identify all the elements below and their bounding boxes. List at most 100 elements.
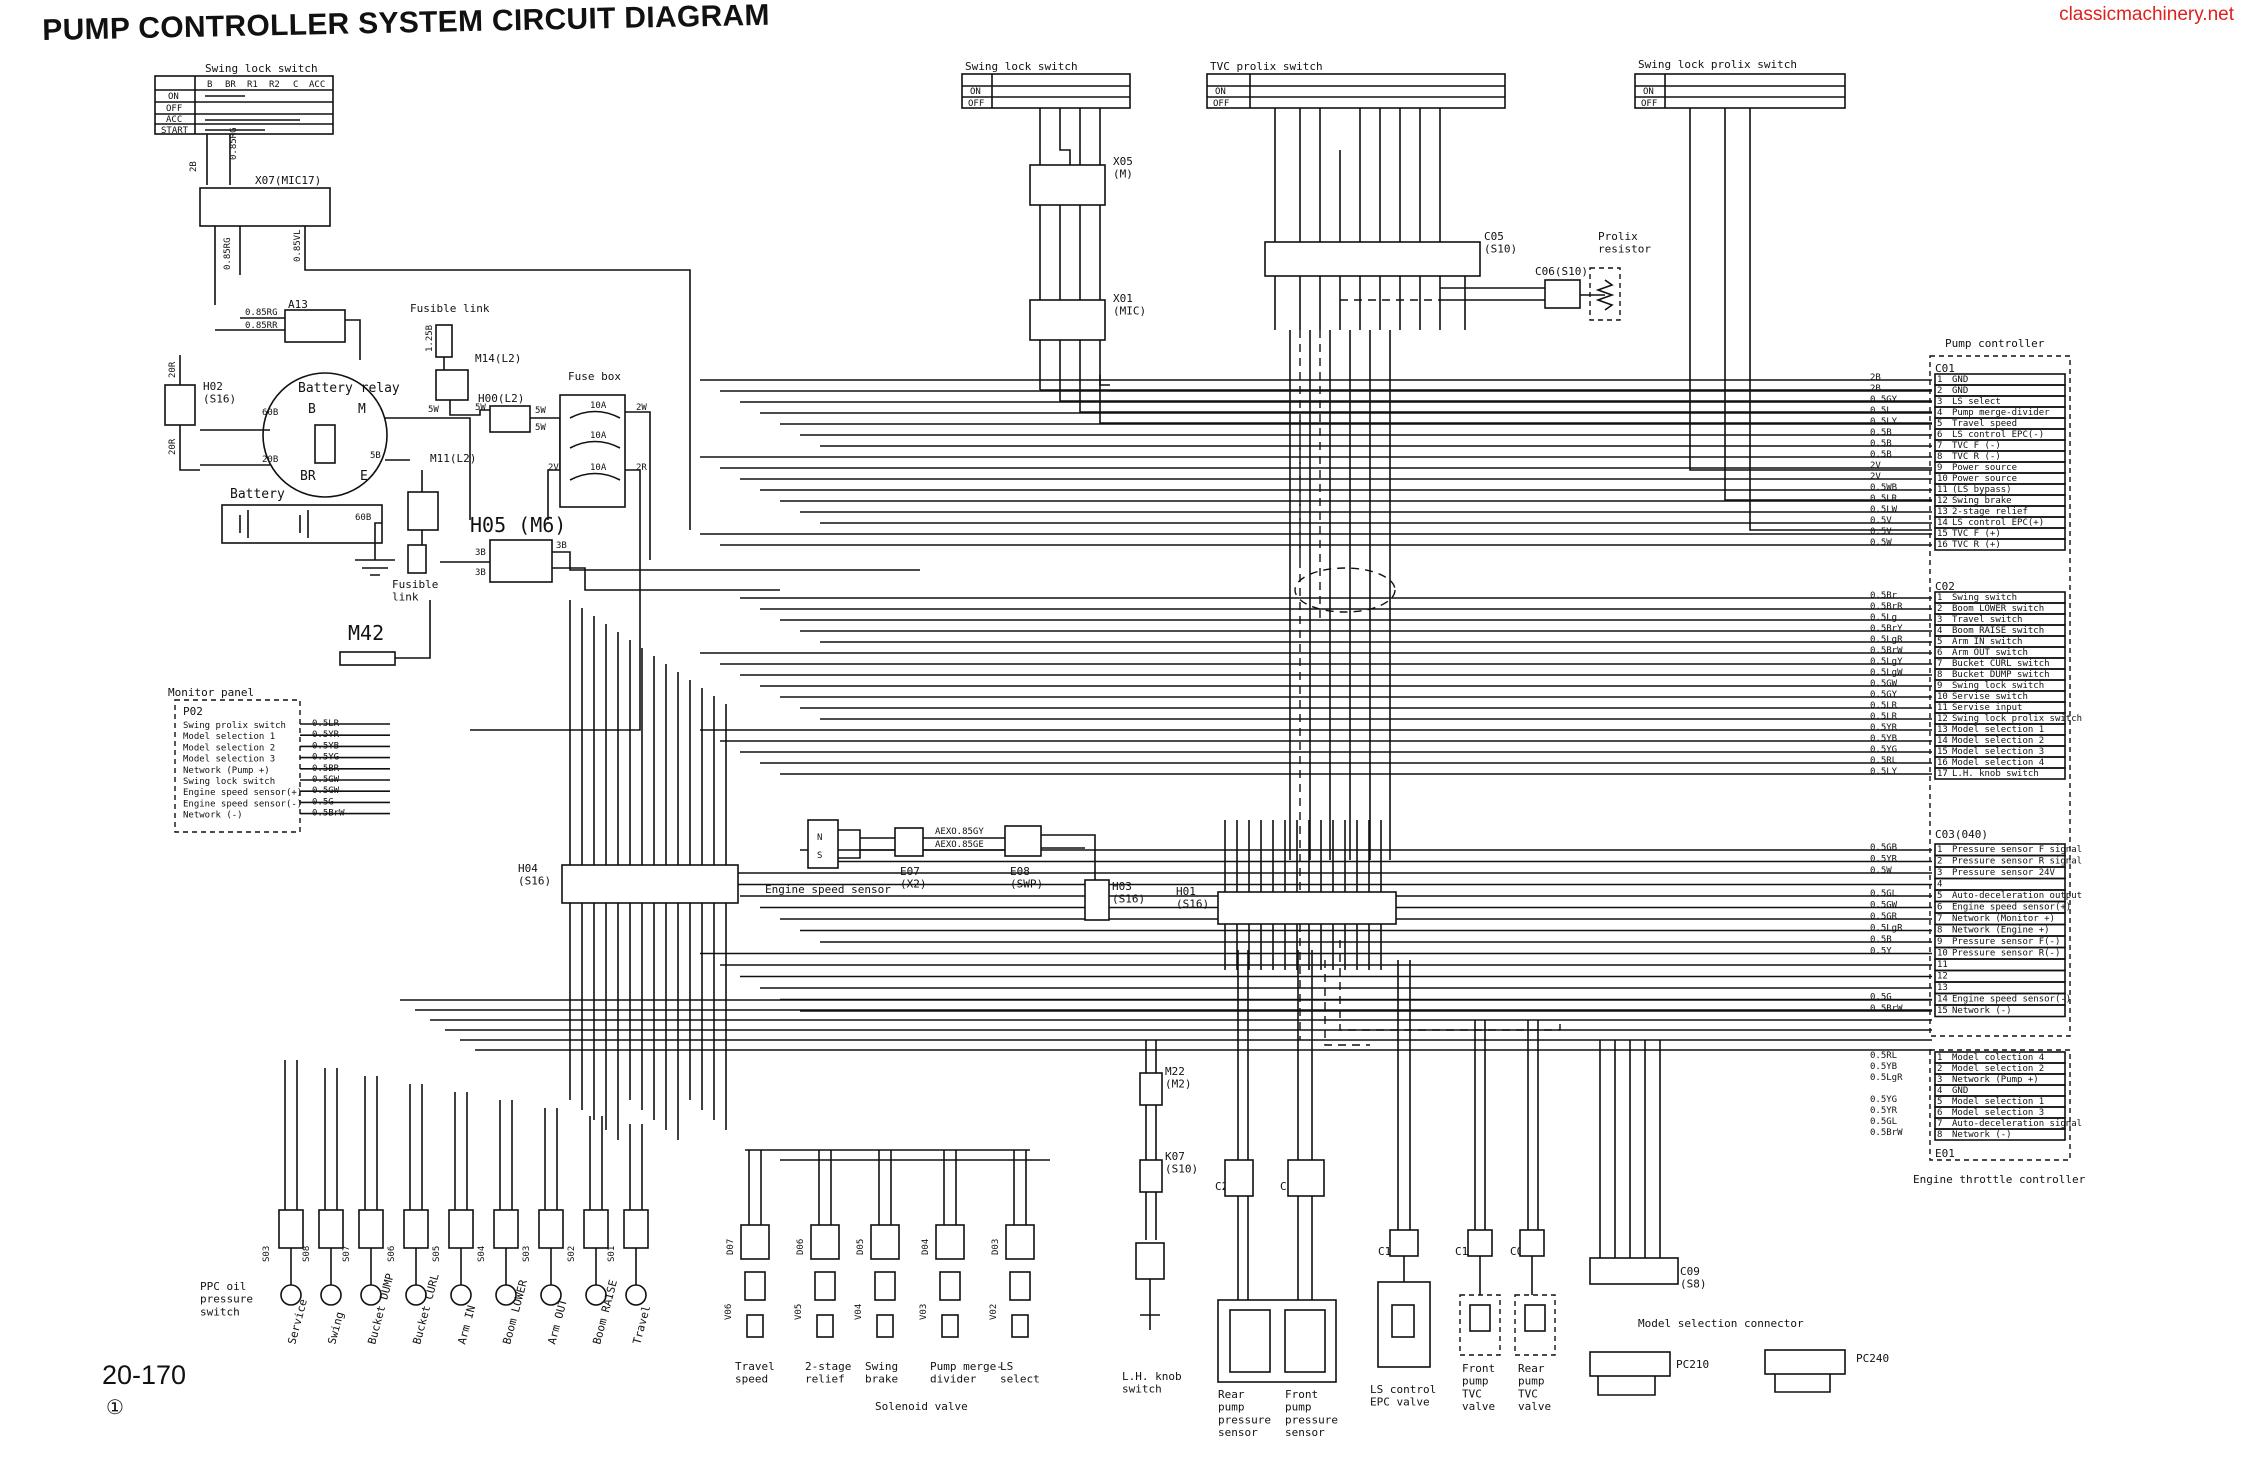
c03-label: C03(040) <box>1935 828 1988 841</box>
pin-number: 9 <box>1937 463 1942 473</box>
solenoid-valve-id: V04 <box>854 1304 864 1320</box>
pin-wire: 0.5LR <box>1870 712 1898 722</box>
switch-label: Bucket CURL <box>410 1272 442 1346</box>
fusible-link-label: Fusible link <box>410 302 490 315</box>
swing-lock-switch-top-label: Swing lock switch <box>965 60 1078 73</box>
monitor-panel-title: Monitor panel <box>168 686 254 699</box>
solenoid-connector <box>810 1224 840 1260</box>
pin-number: 13 <box>1937 983 1948 993</box>
pin-number: 8 <box>1937 1130 1942 1140</box>
solenoid-conn-id: D07 <box>726 1239 736 1255</box>
pin-cell <box>1934 767 2066 780</box>
pin-number: 4 <box>1937 626 1942 636</box>
swing-lock-prolix-switch-label: Swing lock prolix switch <box>1638 58 1797 71</box>
pin-number: 11 <box>1937 703 1948 713</box>
pin-number: 10 <box>1937 949 1948 959</box>
pin-wire: 0.5LR <box>1870 701 1898 711</box>
pin-number: 2 <box>1937 857 1942 867</box>
pin-wire: 0.5V <box>1870 527 1892 537</box>
key-switch-table: ON OFF ACC START B BR R1 R2 C ACC <box>154 75 334 136</box>
e07-label: E07(X2) <box>900 865 927 891</box>
pin-label: TVC R (-) <box>1952 452 2001 462</box>
pin-wire: 0.5GY <box>1870 690 1898 700</box>
throttle-controller-title: Engine throttle controller <box>1913 1173 2086 1186</box>
svg-text:3B: 3B <box>475 568 486 578</box>
pin-number: 8 <box>1937 670 1942 680</box>
h02-label: H02(S16) <box>203 380 236 406</box>
x01-connector <box>1029 299 1106 341</box>
monitor-row-label: Model selection 1 <box>183 732 275 742</box>
svg-text:5W: 5W <box>475 403 486 413</box>
pin-label: Model selection 1 <box>1952 1097 2044 1107</box>
svg-text:ON: ON <box>970 87 981 97</box>
pin-wire: 0.5YB <box>1870 1062 1897 1072</box>
pin-wire: 0.5YR <box>1870 855 1898 865</box>
tvc-prolix-switch <box>1206 73 1506 109</box>
svg-text:20B: 20B <box>262 455 278 465</box>
pump-controller <box>1929 355 2071 1037</box>
pin-wire: 0.5B <box>1870 450 1892 460</box>
pin-number: 3 <box>1937 615 1942 625</box>
pin-number: 7 <box>1937 914 1942 924</box>
pin-wire: 0.5LY <box>1870 767 1898 777</box>
solenoid-body <box>814 1271 836 1301</box>
pin-label: Swing lock switch <box>1952 681 2044 691</box>
x05-connector <box>1029 164 1106 206</box>
switch-connector <box>583 1209 609 1249</box>
pin-number: 3 <box>1937 868 1942 878</box>
m14-connector <box>435 369 469 401</box>
switch-label: Boom RAISE <box>590 1278 620 1345</box>
pin-label: Pressure sensor R(-) <box>1952 949 2060 959</box>
pin-number: 1 <box>1937 375 1942 385</box>
c05-label: C05(S10) <box>1484 230 1517 256</box>
monitor-row-label: Model selection 3 <box>183 755 275 765</box>
pin-wire: 0.5GW <box>1870 679 1898 689</box>
pin-wire: 0.5Lg <box>1870 613 1897 623</box>
c05-connector <box>1264 241 1481 277</box>
switch-id: S06 <box>387 1246 397 1262</box>
pin-label: L.H. knob switch <box>1952 769 2039 779</box>
pin-wire: 0.5Br <box>1870 591 1898 601</box>
pin-label: GND <box>1952 1086 1968 1096</box>
pin-wire: 0.5LY <box>1870 417 1898 427</box>
pin-wire: 0.5GL <box>1870 889 1897 899</box>
fusible-link-2 <box>407 544 427 574</box>
pin-wire: 0.5LgR <box>1870 635 1903 645</box>
pin-label: Travel switch <box>1952 615 2022 625</box>
h01-label: H01(S16) <box>1176 885 1209 911</box>
pin-wire: 0.5RL <box>1870 1051 1897 1061</box>
svg-text:OFF: OFF <box>1213 99 1229 109</box>
pin-label: Travel speed <box>1952 419 2017 429</box>
pos-start: START <box>161 126 189 136</box>
pin-label: Auto-deceleration output <box>1952 891 2082 901</box>
pin-number: 4 <box>1937 408 1942 418</box>
pin-number: 16 <box>1937 758 1948 768</box>
c13-connector <box>1467 1229 1493 1257</box>
switch-id: S03 <box>522 1246 532 1262</box>
svg-text:2R: 2R <box>636 463 647 473</box>
pin-number: 17 <box>1937 769 1948 779</box>
h00-label: H00(L2) <box>478 392 524 405</box>
monitor-row-label: Model selection 2 <box>183 743 275 753</box>
solenoid-valve-icon <box>816 1314 834 1338</box>
svg-text:60B: 60B <box>262 408 278 418</box>
pin-cell <box>1934 877 2066 891</box>
svg-text:10A: 10A <box>590 463 607 473</box>
pin-label: Network (-) <box>1952 1006 2012 1016</box>
pump-controller-title: Pump controller <box>1945 337 2045 350</box>
pin-label: Arm OUT switch <box>1952 648 2028 658</box>
c27-connector <box>1224 1159 1254 1197</box>
pin-label: Bucket DUMP switch <box>1952 670 2050 680</box>
front-tvc-valve <box>1459 1294 1501 1356</box>
revision-mark: ① <box>106 1397 124 1419</box>
c09-label: C09(S8) <box>1680 1265 1707 1291</box>
svg-text:0.85RG: 0.85RG <box>223 237 233 270</box>
solenoid-valve-id: V05 <box>794 1304 804 1320</box>
h03-label: H03(S16) <box>1112 880 1145 906</box>
